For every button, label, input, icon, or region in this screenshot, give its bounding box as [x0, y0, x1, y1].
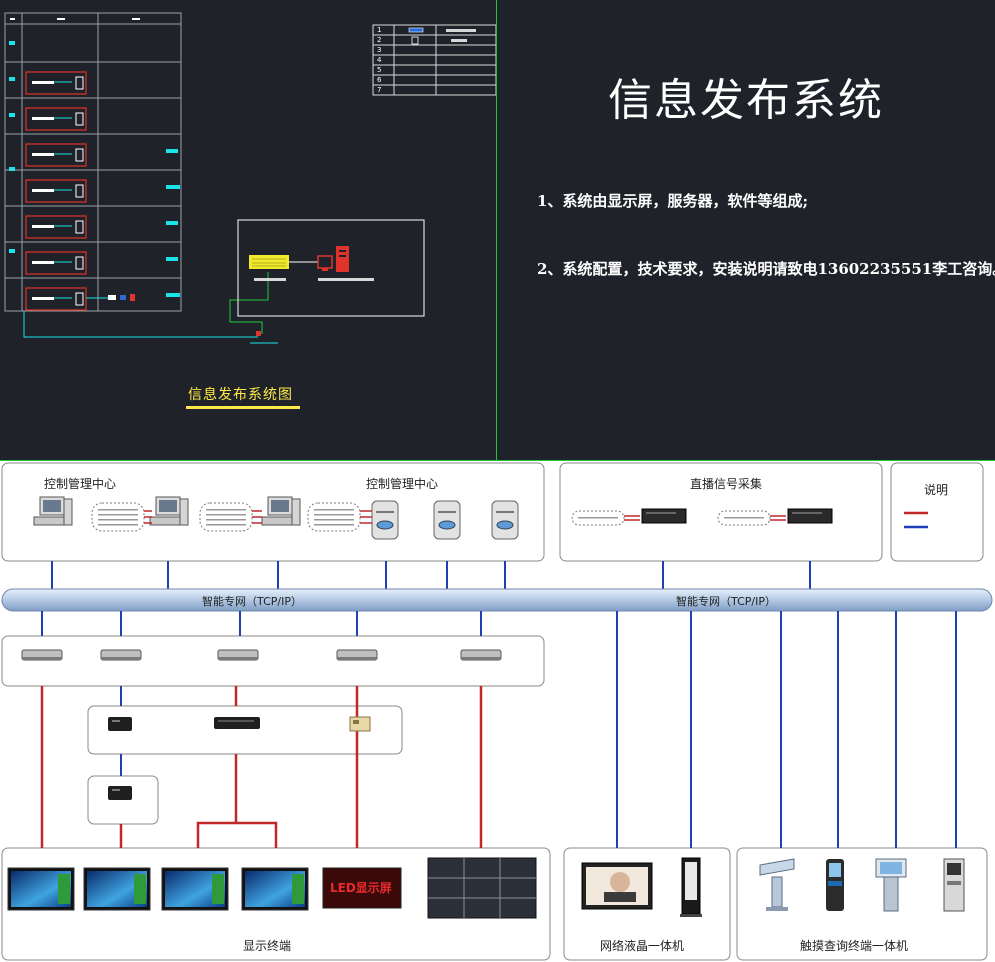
cad-schematic: [4, 12, 496, 344]
touch-kiosk-icons: [759, 858, 965, 912]
legend-row-number: 5: [377, 66, 382, 74]
cad-schematic-area: 1 2 3 4 5 6 7 信息发布系统图: [0, 0, 497, 460]
topology-graphics: [1, 462, 993, 961]
legend-title: 说明: [924, 483, 949, 497]
network-controller-icons: [21, 649, 502, 661]
sender-distributor-icons: [108, 716, 371, 732]
video-lines: [40, 686, 483, 848]
receiver-icon: [108, 786, 132, 800]
network-left-label: 智能专网（TCP/IP）: [202, 595, 302, 608]
encoder-icons: [641, 508, 833, 524]
cable-node: [256, 331, 261, 336]
legend-swatch-1: [408, 27, 424, 33]
control-center-right-title: 控制管理中心: [366, 477, 439, 491]
description-line-1: 1、系统由显示屏，服务器，软件等组成;: [537, 192, 808, 210]
legend-row-number: 2: [377, 36, 382, 44]
control-center-left-title: 控制管理中心: [44, 477, 117, 491]
legend-desc-1: [446, 29, 476, 32]
legend-desc-2: [451, 39, 467, 42]
description-line-2: 2、系统配置，技术要求，安装说明请致电13602235551李工咨询。: [537, 260, 995, 278]
lcd-screen-icons: [7, 867, 309, 911]
server-room-box: [237, 219, 425, 317]
server-icons: [371, 500, 519, 540]
floor-stand-lcd-icon: [680, 857, 702, 917]
legend-row-number: 4: [377, 56, 382, 64]
topology-diagram: 控制管理中心 控制管理中心 直播信号采集 说明 智能专网（TCP/IP） 智能专…: [0, 460, 995, 962]
touch-terminal-title: 触摸查询终端一体机: [800, 939, 909, 953]
uplink-lines: [51, 561, 811, 589]
cable-routes: [23, 311, 278, 344]
workstation-icons: [33, 496, 301, 526]
lcd-kiosk-title: 网络液晶一体机: [600, 939, 685, 953]
right-column-markers: [166, 149, 180, 297]
wall-mount-lcd-icon: [581, 862, 653, 910]
callout-text-lines: [98, 509, 764, 526]
legend-row-number: 1: [377, 26, 382, 34]
legend-table: [372, 24, 496, 96]
legend-row-number: 7: [377, 86, 382, 94]
legend-row-number: 6: [377, 76, 382, 84]
device-rows: [25, 71, 87, 311]
network-pipe: [1, 588, 993, 612]
video-wall-icon: [427, 857, 537, 919]
caption-underline: [186, 406, 300, 409]
floor-table: [4, 12, 182, 312]
display-terminal-title: 显示终端: [243, 939, 292, 953]
live-signal-title: 直播信号采集: [690, 477, 763, 491]
floor-markers: [9, 41, 15, 253]
legend-row-number: 3: [377, 46, 382, 54]
last-row-devices: [86, 294, 135, 301]
system-title: 信息发布系统: [608, 75, 884, 126]
led-screen-text: LED显示屏: [330, 881, 392, 895]
legend-swatch-2: [411, 36, 419, 45]
diagram-caption: 信息发布系统图: [188, 387, 293, 403]
system-description-panel: 信息发布系统 1、系统由显示屏，服务器，软件等组成; 2、系统配置，技术要求，安…: [497, 0, 995, 460]
network-right-label: 智能专网（TCP/IP）: [676, 595, 776, 608]
green-cable: [229, 272, 269, 334]
table-header-marks: [10, 18, 140, 20]
led-screen-icon: [322, 867, 402, 909]
legend-lines: [904, 511, 928, 529]
downlink-lines: [41, 611, 957, 848]
cad-drawing-panel: 1 2 3 4 5 6 7 信息发布系统图 信息发布系统 1、系统由显示屏，服务…: [0, 0, 995, 460]
legend-row-numbers: 1 2 3 4 5 6 7: [377, 25, 393, 95]
callout-arrows: [144, 510, 786, 524]
